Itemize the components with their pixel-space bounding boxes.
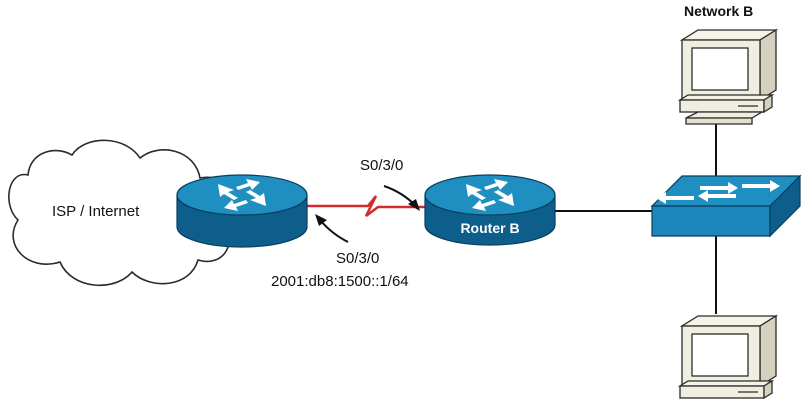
links <box>300 124 717 314</box>
port-arrow-isp <box>315 214 349 243</box>
isp-internet-cloud <box>8 139 234 286</box>
pc-bottom <box>677 314 779 400</box>
isp-router <box>176 174 308 248</box>
isp-internet-label: ISP / Internet <box>52 203 140 220</box>
serial-link <box>300 195 425 217</box>
pc-top <box>677 28 779 125</box>
isp-port-label: S0/3/0 <box>336 250 380 267</box>
router-b <box>424 174 556 246</box>
port-arrow-router-b <box>383 185 420 211</box>
switch <box>650 174 802 238</box>
router-b-label: Router B <box>460 220 519 236</box>
router-b-port-label: S0/3/0 <box>360 157 404 174</box>
isp-address-label: 2001:db8:1500::1/64 <box>271 273 409 290</box>
network-b-label: Network B <box>684 3 754 19</box>
